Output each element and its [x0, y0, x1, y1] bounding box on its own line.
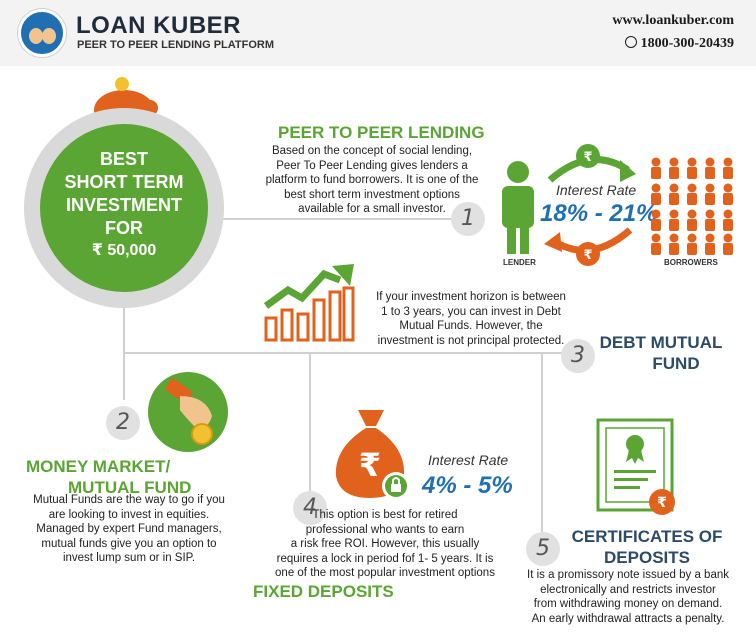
svg-text:₹: ₹: [657, 495, 667, 511]
section5-title: CERTIFICATES OF DEPOSITS: [562, 526, 732, 568]
svg-text:₹: ₹: [583, 248, 592, 263]
connector-to-section4: [309, 352, 311, 492]
section1-line: Based on the concept of social lending,: [271, 145, 473, 157]
brand-name: LOAN KUBER: [76, 12, 241, 39]
section4-body: This option is best for retired professi…: [258, 508, 512, 581]
hero-line-4: FOR: [105, 218, 143, 238]
website-link[interactable]: www.loankuber.com: [612, 13, 734, 28]
logo-face-left: [29, 28, 43, 44]
section2-number: 2: [106, 406, 140, 440]
section3-line: 1 to 3 years, you can invest in Debt: [381, 305, 561, 318]
section2-line: Managed by expert Fund managers,: [36, 523, 222, 535]
section2-line: are looking to invest in equities.: [48, 508, 210, 521]
section2-body: Mutual Funds are the way to go if you ar…: [14, 493, 244, 566]
borrowers-label: BORROWERS: [664, 258, 718, 267]
borrowers-crowd-icon: [651, 157, 733, 255]
section2-title-line2: MUTUAL FUND: [68, 478, 192, 497]
section4-title: FIXED DEPOSITS: [253, 582, 394, 601]
section4-number: 4: [293, 491, 327, 525]
section1-line: best short term investment options: [284, 188, 460, 201]
section3-title-line1: DEBT MUTUAL: [599, 333, 723, 352]
connector-to-section5: [541, 352, 543, 532]
section1-rate-value: 18% - 21%: [540, 200, 658, 227]
certificate-icon: ₹: [596, 418, 675, 515]
section1-number: 1: [451, 202, 485, 236]
section4-line: requires a lock in period fof 1- 5 years…: [276, 552, 494, 565]
section5-line: It is a promissory note issued by a bank: [527, 569, 729, 581]
section2-line: mutual funds give you an option to: [41, 537, 217, 550]
svg-text:₹: ₹: [359, 446, 381, 484]
section3-body: If your investment horizon is between 1 …: [356, 290, 586, 348]
section4-line: one of the most popular investment optio…: [275, 567, 495, 579]
section1-rate-label: Interest Rate: [556, 182, 637, 198]
section2-title-line1: MONEY MARKET/: [26, 457, 171, 476]
section5-line: An early withdrawal attracts a penalty.: [531, 612, 725, 625]
phone-number[interactable]: 1800-300-20439: [624, 36, 734, 52]
section1-line: platform to fund borrowers. It is one of…: [265, 174, 479, 186]
section3-number: 3: [561, 339, 595, 373]
hero-title: BEST SHORT TERM INVESTMENT FOR: [40, 148, 208, 240]
section2-title: MONEY MARKET/ MUTUAL FUND: [26, 456, 236, 498]
section3-title-line2: FUND: [652, 354, 700, 373]
section4-line: a risk free ROI. However, this usually: [290, 538, 480, 550]
hero-amount: ₹ 50,000: [91, 242, 157, 259]
lender-person-icon: [502, 161, 534, 254]
section1-body: Based on the concept of social lending, …: [252, 144, 492, 217]
logo-face-right: [42, 28, 56, 44]
section1-line: Peer To Peer Lending gives lenders a: [276, 159, 468, 172]
hero-line-1: BEST: [99, 149, 148, 169]
section3-line: Mutual Funds. However, the: [399, 320, 543, 332]
section3-line: If your investment horizon is between: [376, 291, 566, 303]
hero-line-3: INVESTMENT: [65, 195, 182, 215]
brand-tagline: PEER TO PEER LENDING PLATFORM: [77, 39, 274, 51]
hand-coin-icon: [148, 372, 228, 452]
section4-line: professional who wants to earn: [305, 523, 465, 536]
section5-title-line2: DEPOSITS: [604, 548, 690, 567]
section3-title: DEBT MUTUAL FUND: [596, 332, 726, 374]
section5-number: 5: [526, 532, 560, 566]
section5-line: from withdrawing money on demand.: [533, 598, 723, 610]
connector-main-vertical: [123, 300, 125, 400]
phone-text: 1800-300-20439: [640, 36, 734, 51]
section4-line: This option is best for retired: [312, 509, 458, 521]
money-bag-lock-icon: ₹: [335, 410, 410, 500]
section5-body: It is a promissory note issued by a bank…: [508, 568, 748, 626]
lender-label: LENDER: [503, 258, 536, 267]
svg-text:₹: ₹: [583, 150, 592, 165]
hero-line-2: SHORT TERM: [64, 172, 184, 192]
connector-horizontal: [123, 352, 563, 354]
header-bar: LOAN KUBER PEER TO PEER LENDING PLATFORM…: [0, 0, 756, 66]
section3-line: investment is not principal protected.: [377, 334, 565, 347]
growth-chart-icon: [263, 264, 355, 342]
section2-line: Mutual Funds are the way to go if you: [33, 494, 225, 506]
section1-line: available for a small investor.: [298, 203, 446, 215]
connector-to-section1: [208, 218, 453, 220]
exchange-arrows-icon: ₹ ₹: [544, 144, 636, 266]
logo-badge-icon: [18, 9, 66, 57]
section5-line: electronically and restricts investor: [540, 583, 716, 596]
section4-rate-value: 4% - 5%: [422, 472, 513, 499]
section5-title-line1: CERTIFICATES OF: [571, 527, 723, 546]
section2-line: invest lump sum or in SIP.: [62, 552, 196, 564]
hero-circle-inner: [40, 124, 208, 292]
section4-rate-label: Interest Rate: [428, 452, 509, 468]
section1-title: PEER TO PEER LENDING: [278, 123, 485, 142]
phone-icon: [624, 36, 637, 48]
